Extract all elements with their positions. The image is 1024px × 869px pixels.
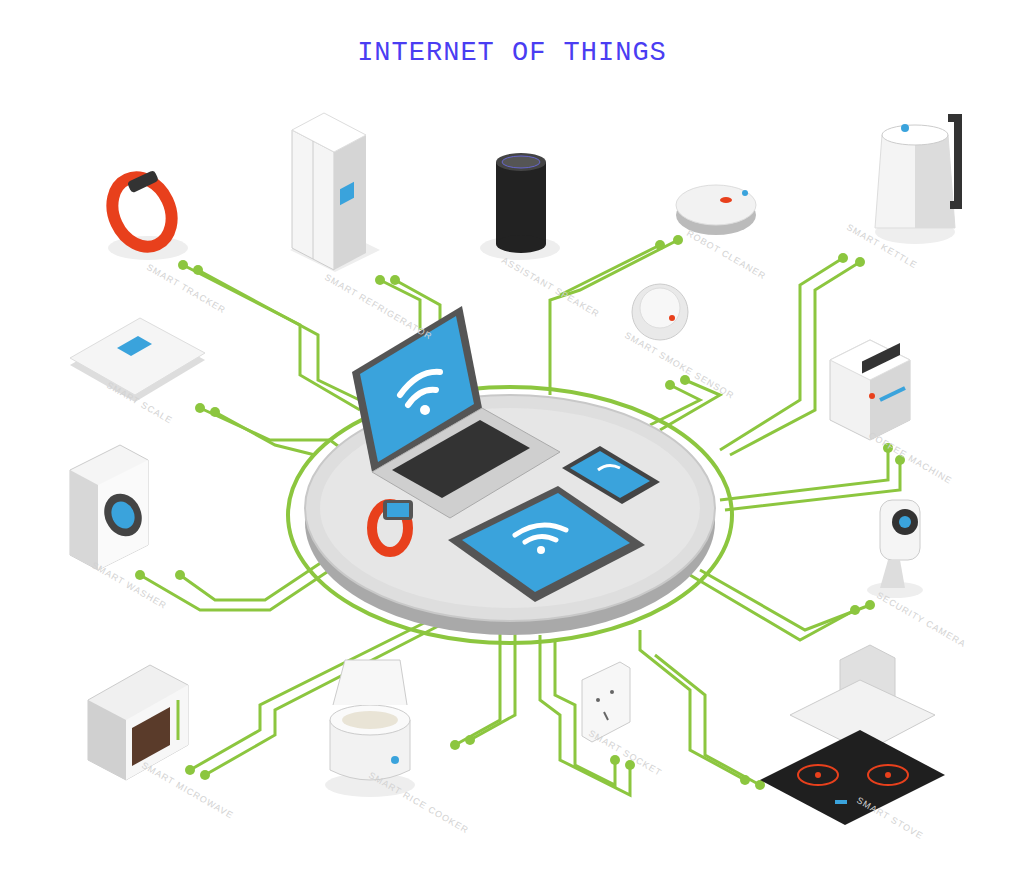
smart-socket bbox=[582, 662, 630, 742]
smoke-sensor bbox=[632, 284, 688, 340]
washing-machine bbox=[70, 445, 149, 570]
hood-and-stove bbox=[760, 645, 945, 825]
circuit-wires bbox=[140, 240, 900, 795]
device-label: SECURITY CAMERA bbox=[875, 590, 968, 649]
device-label: SMART TRACKER bbox=[145, 262, 228, 315]
device-label: SMART RICE COOKER bbox=[367, 770, 470, 836]
tracker-band bbox=[101, 168, 188, 260]
security-camera bbox=[867, 500, 923, 598]
hub-platform bbox=[288, 387, 732, 643]
smart-scale bbox=[70, 318, 205, 402]
robot-cleaner bbox=[676, 185, 756, 235]
diagram-title: INTERNET OF THINGS bbox=[0, 38, 1024, 68]
coffee-machine bbox=[830, 340, 910, 440]
phone-device bbox=[562, 446, 660, 504]
smart-kettle bbox=[875, 118, 958, 244]
device-label: SMART SOCKET bbox=[587, 728, 664, 778]
tablet-device bbox=[448, 486, 645, 602]
refrigerator bbox=[290, 113, 380, 272]
watch-device bbox=[372, 500, 413, 552]
device-label: COFFEE MACHINE bbox=[867, 430, 954, 486]
laptop-device bbox=[352, 306, 560, 518]
microwave bbox=[88, 665, 188, 780]
device-label: ROBOT CLEANER bbox=[685, 228, 768, 282]
smart-speaker bbox=[480, 153, 560, 260]
wire-dots bbox=[135, 235, 905, 790]
